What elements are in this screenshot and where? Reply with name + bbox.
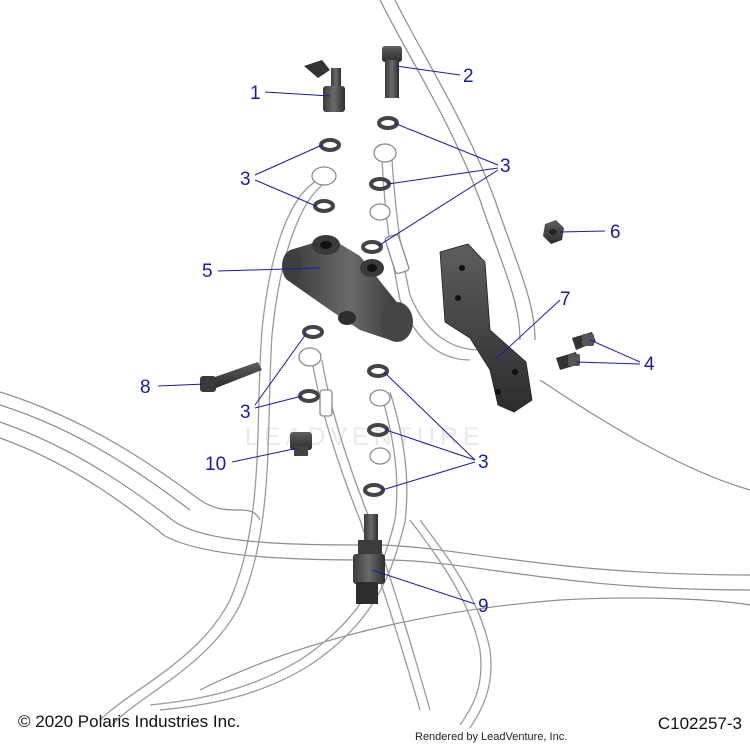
callout-3-lower-right: 3	[478, 452, 489, 473]
drawing-number: C102257-3	[657, 714, 742, 733]
copyright-notice: © 2020 Polaris Industries Inc.	[18, 712, 241, 731]
callout-3-upper-right: 3	[500, 156, 511, 177]
long-bolt	[200, 362, 262, 392]
callout-3-lower-left: 3	[240, 402, 251, 423]
callout-6: 6	[610, 222, 621, 243]
callout-4: 4	[644, 354, 655, 375]
bracket-screws	[556, 332, 596, 370]
callout-1: 1	[250, 83, 261, 104]
mounting-bracket	[439, 243, 533, 413]
callout-labels: 1 2 3 3 3 3 4 5 6 7 8 9 10	[140, 66, 655, 617]
callout-5: 5	[202, 261, 213, 282]
callout-10: 10	[205, 454, 226, 475]
callout-3-upper-left: 3	[240, 169, 251, 190]
bleeder-valve	[304, 60, 345, 112]
brake-lines	[99, 159, 492, 729]
callout-2: 2	[463, 66, 474, 87]
frame-tubes	[0, 0, 750, 691]
hex-nut	[543, 220, 564, 244]
brake-light-switch	[353, 514, 385, 604]
proportioning-valve	[282, 235, 413, 342]
banjo-bolt-top	[382, 46, 402, 98]
leader-lines	[157, 65, 641, 605]
flange-bolt	[290, 432, 312, 456]
leadventure-watermark: LEADVENTURE	[245, 423, 485, 451]
rendered-by-credit: Rendered by LeadVenture, Inc.	[415, 731, 568, 743]
callout-8: 8	[140, 377, 151, 398]
banjo-fittings	[298, 143, 410, 465]
callout-9: 9	[478, 596, 489, 617]
callout-7: 7	[560, 289, 571, 310]
